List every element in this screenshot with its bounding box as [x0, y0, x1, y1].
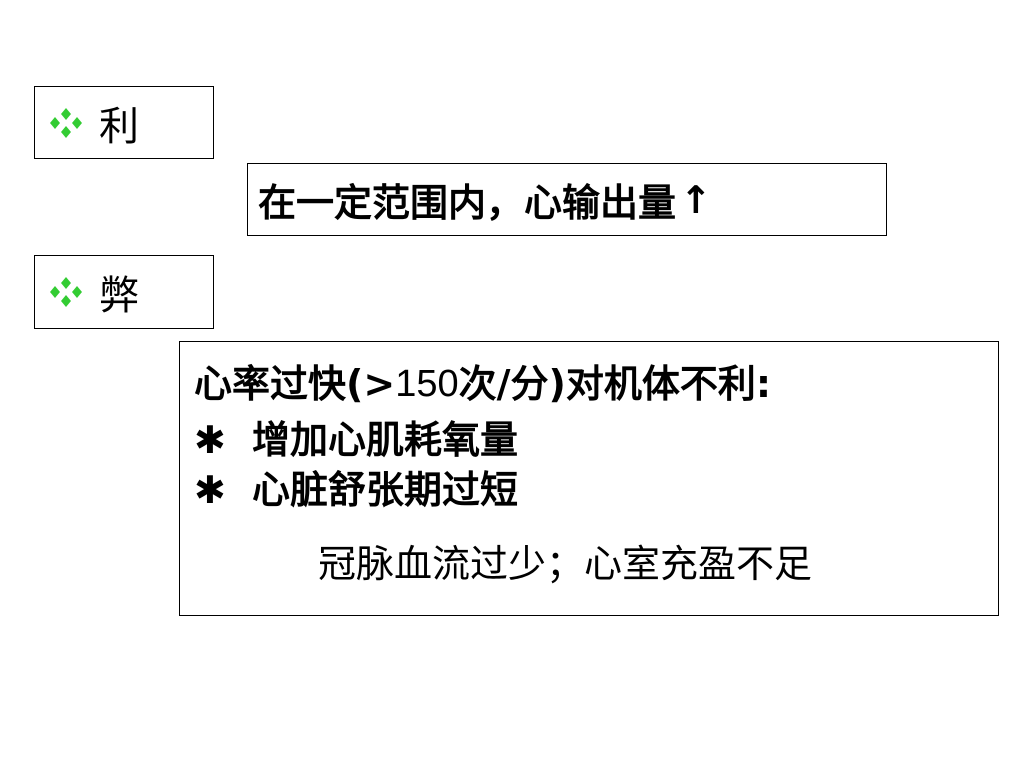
cons-label-box: 弊 — [34, 255, 214, 329]
cons-heading-prefix: 心率过快(> — [194, 362, 396, 407]
pros-description: 在一定范围内，心输出量 — [258, 181, 677, 225]
diamond-bullet-icon — [50, 277, 82, 307]
cons-heading-number: 150 — [395, 363, 459, 406]
up-arrow-icon: ↑ — [680, 177, 712, 222]
list-item: ✱ 心脏舒张期过短 — [194, 466, 998, 516]
bullet-text: 心脏舒张期过短 — [252, 468, 519, 513]
bullet-text: 增加心肌耗氧量 — [252, 418, 519, 463]
sub-note-text: 冠脉血流过少；心室充盈不足 — [318, 542, 813, 587]
cons-label: 弊 — [99, 273, 139, 319]
list-item: ✱ 增加心肌耗氧量 — [194, 416, 998, 466]
pros-label: 利 — [99, 103, 139, 150]
pros-description-box: 在一定范围内，心输出量 ↑ — [247, 163, 887, 236]
sub-note: 冠脉血流过少；心室充盈不足 — [194, 516, 998, 586]
asterisk-bullet-icon: ✱ — [194, 418, 226, 463]
pros-label-box: 利 — [34, 86, 214, 159]
asterisk-bullet-icon: ✱ — [194, 468, 226, 513]
diamond-bullet-icon — [50, 107, 82, 138]
cons-heading-suffix: 次/分)对机体不利: — [458, 362, 772, 407]
